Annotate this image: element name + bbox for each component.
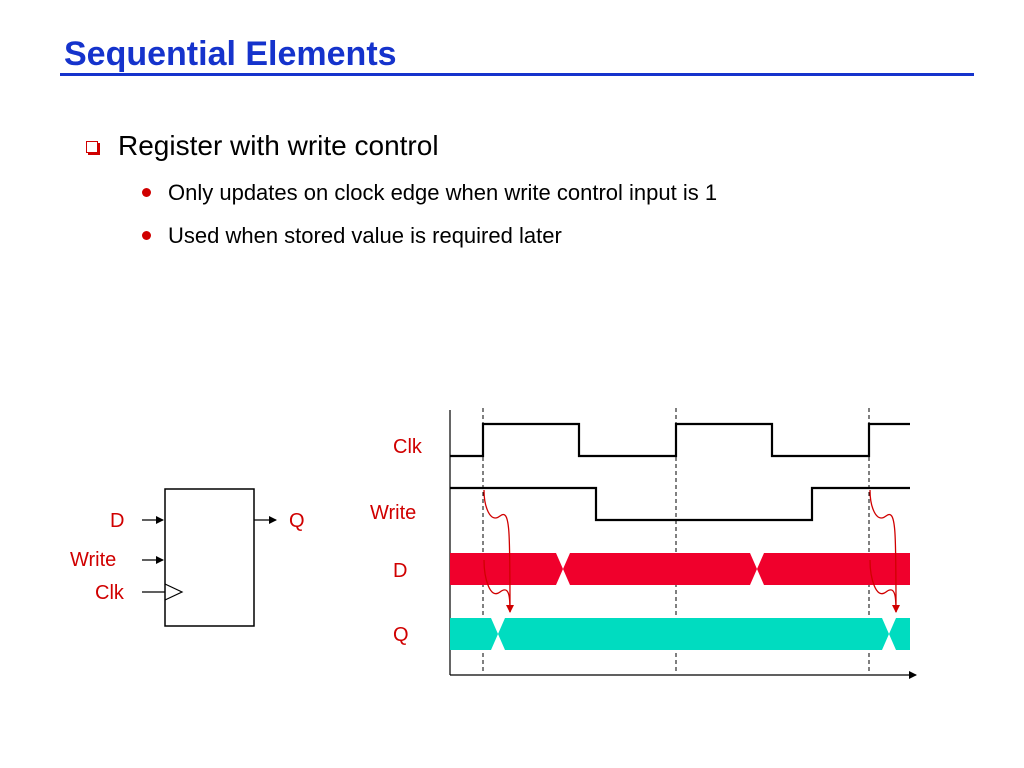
q-bus-segment [498, 618, 889, 650]
clock-triangle-icon [164, 583, 184, 601]
sub-bullet-only-updates: Only updates on clock edge when write co… [168, 180, 718, 205]
slide-title: Sequential Elements [64, 35, 397, 73]
register-input-clk: Clk [95, 582, 125, 604]
sub-bullet-used-when: Used when stored value is required later [168, 223, 562, 248]
register-symbol: D Write Clk Q [70, 488, 305, 627]
title-underline [60, 73, 974, 76]
causality-arrow [869, 489, 900, 613]
timing-diagram: Clk Write D Q [370, 408, 917, 679]
q-bus-segment [450, 618, 498, 650]
round-bullet-icon [142, 231, 151, 240]
round-bullet-icon [142, 188, 151, 197]
q-bus-segment [889, 618, 910, 650]
d-bus-segment [563, 553, 757, 585]
causality-arrow [483, 489, 514, 613]
write-waveform [450, 486, 910, 522]
signal-label-clk: Clk [393, 436, 423, 458]
square-bullet-icon [86, 141, 98, 153]
clk-waveform [450, 422, 910, 458]
signal-label-d: D [393, 560, 407, 582]
signal-label-write: Write [370, 502, 416, 524]
register-input-d: D [110, 510, 124, 532]
d-bus-segment [757, 553, 910, 585]
register-box [164, 488, 255, 627]
d-bus-segment [450, 553, 563, 585]
signal-label-q: Q [393, 624, 409, 646]
register-output-q: Q [289, 510, 305, 532]
register-input-write: Write [70, 549, 116, 571]
bullet-register-with-write-control: Register with write control [118, 130, 439, 161]
causality-arrow [869, 559, 897, 613]
causality-arrow [483, 559, 511, 613]
